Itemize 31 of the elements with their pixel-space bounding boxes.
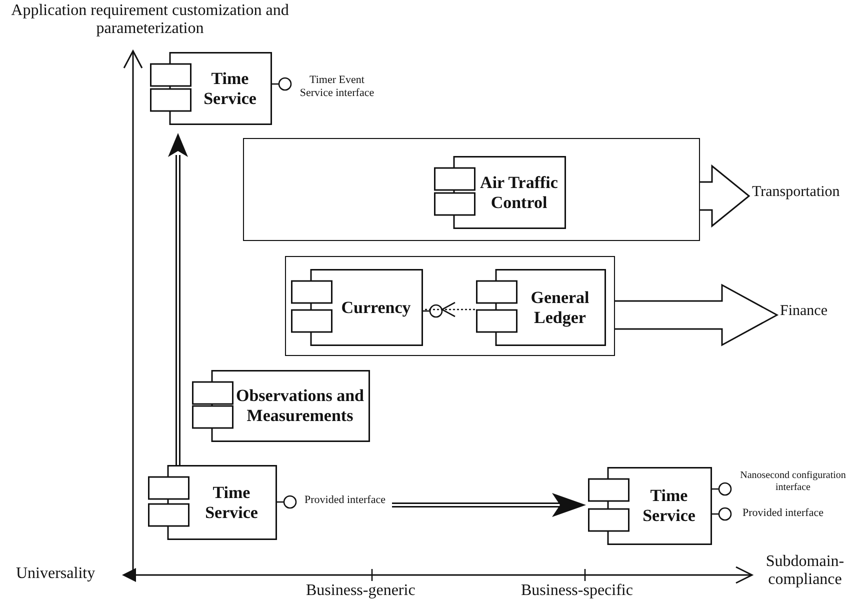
component-box (291, 269, 423, 346)
interface-label: Timer Event Service interface (298, 74, 376, 100)
axis-label: Subdomain-compliance (764, 553, 846, 590)
domain-label: Finance (780, 303, 828, 320)
interface-label: Nanosecond configuration interface (739, 470, 847, 493)
interface-label: Provided interface (304, 494, 386, 507)
component-name: Time Service (202, 68, 258, 108)
component-name: General Ledger (530, 288, 590, 328)
block-arrow (614, 284, 779, 346)
component-name: Currency (341, 298, 411, 318)
domain-label: Transportation (752, 184, 840, 202)
axis-label: Universality (16, 565, 96, 584)
component-box (588, 467, 712, 545)
component-name: Air Traffic Control (479, 172, 559, 212)
group-frame (285, 256, 615, 356)
component-box (150, 52, 272, 125)
axis-label: Application requirement customization and parameterization (10, 2, 290, 39)
group-frame (243, 138, 700, 241)
interface-label: Provided interface (742, 507, 824, 520)
component-name: Observations and Measurements (235, 386, 365, 426)
double-line-arrow (168, 133, 188, 465)
component-box (434, 156, 566, 229)
axis-tick-label: Business-generic (306, 582, 416, 600)
double-line-arrow (392, 493, 586, 517)
component-box (192, 370, 370, 442)
axis-tick-label: Business-specific (521, 582, 633, 600)
component-box (148, 465, 277, 540)
component-name: Time Service (204, 482, 259, 522)
component-name: Time Service (642, 486, 696, 526)
block-arrow (699, 164, 750, 228)
component-box (476, 269, 606, 346)
